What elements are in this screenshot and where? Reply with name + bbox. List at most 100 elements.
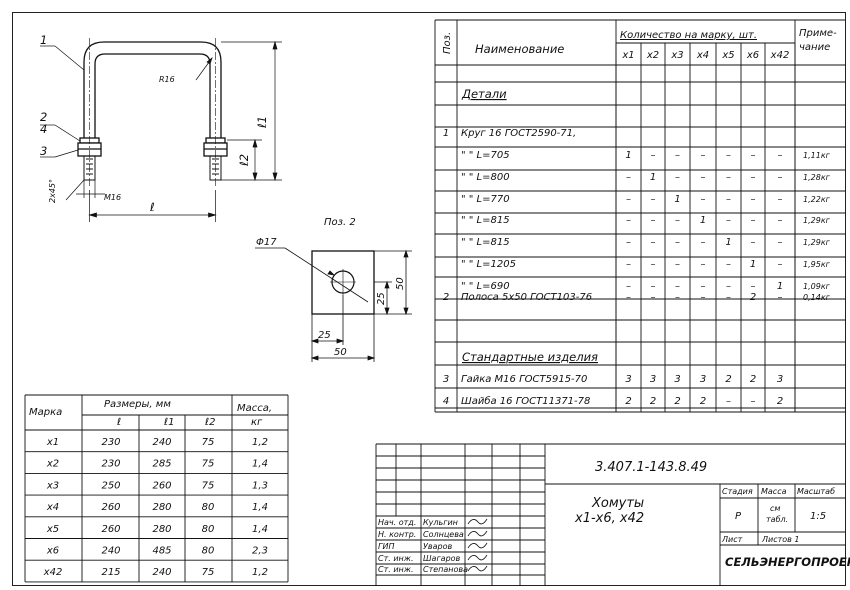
- spec-mark-header: x42: [770, 50, 790, 61]
- signature: [467, 518, 488, 525]
- pos2-dim-25-h: 25: [318, 330, 331, 341]
- u-bolt-labels: 1 2 4 3 R16 2x45° M16 ℓ ℓ1 ℓ2: [40, 33, 269, 214]
- organization-name: СЕЛЬЭНЕРГОПРОЕКТ: [725, 555, 850, 569]
- spec-cell-qty: –: [701, 172, 706, 183]
- signature: [467, 565, 488, 572]
- spec-cell-pos: 4: [443, 396, 449, 407]
- spec-cell-qty: –: [726, 281, 731, 292]
- spec-cell-qty: 1: [725, 237, 731, 248]
- spec-cell-name: " " L=705: [461, 150, 510, 161]
- spec-cell-qty: –: [626, 237, 631, 248]
- title-block: 3.407.1-143.8.49 Хомуты x1-x6, x42 Стади…: [378, 460, 850, 574]
- spec-cell-qty: –: [726, 150, 731, 161]
- stage-value: Р: [735, 511, 742, 522]
- dim-l1-label: ℓ1: [255, 116, 269, 129]
- spec-cell-name: " " L=690: [461, 281, 510, 292]
- signature: [467, 542, 488, 549]
- spec-cell-qty: 1: [777, 281, 783, 292]
- dims-header-mass: Масса,: [237, 403, 272, 414]
- spec-cell-qty: –: [778, 292, 783, 303]
- callout-2: 2: [40, 110, 47, 124]
- spec-table: Поз. Наименование Количество на марку, ш…: [442, 28, 837, 407]
- spec-cell-qty: –: [778, 172, 783, 183]
- pos2-title: Поз. 2: [324, 217, 356, 228]
- pos2-view: [255, 247, 412, 362]
- dims-cell-l: 260: [101, 502, 120, 513]
- spec-cell-qty: 2: [777, 396, 783, 407]
- dims-cell-l2: 80: [202, 502, 215, 513]
- pos2-dim-50-h: 50: [334, 347, 347, 358]
- dims-header-sizes: Размеры, мм: [104, 399, 171, 410]
- spec-cell-qty: –: [751, 237, 756, 248]
- spec-cell-qty: –: [701, 237, 706, 248]
- dims-cell-mark: x4: [46, 502, 59, 513]
- signer-role: Ст. инж.: [378, 554, 414, 563]
- spec-cell-qty: 3: [625, 374, 631, 385]
- spec-cell-qty: –: [726, 292, 731, 303]
- spec-cell-note: 1,29кг: [803, 216, 831, 225]
- spec-cell-qty: –: [751, 215, 756, 226]
- dims-cell-mass: 1,4: [252, 524, 268, 535]
- spec-header-note-1: Приме-: [799, 28, 837, 39]
- dims-cell-l: 250: [101, 480, 120, 491]
- spec-cell-qty: 3: [650, 374, 656, 385]
- spec-header-pos: Поз.: [442, 32, 453, 54]
- spec-cell-qty: –: [675, 259, 680, 270]
- dims-cell-l1: 485: [152, 546, 171, 557]
- spec-cell-qty: –: [651, 292, 656, 303]
- dims-cell-l1: 240: [152, 567, 171, 578]
- spec-cell-qty: –: [726, 396, 731, 407]
- pos2-hole-label: Φ17: [256, 237, 277, 248]
- spec-cell-name: " " L=815: [461, 237, 510, 248]
- signer-name: Солнцева: [423, 530, 464, 539]
- callout-4: 4: [40, 122, 47, 136]
- spec-cell-qty: 2: [750, 292, 756, 303]
- spec-cell-qty: –: [675, 150, 680, 161]
- pos2-dim-50-v: 50: [395, 277, 406, 290]
- spec-cell-name: Шайба 16 ГОСТ11371-78: [461, 395, 590, 407]
- dims-cell-mark: x6: [46, 546, 59, 557]
- spec-cell-qty: –: [726, 215, 731, 226]
- spec-header-qty: Количество на марку, шт.: [620, 30, 757, 41]
- spec-cell-note: 0,14кг: [803, 293, 831, 302]
- spec-cell-name: Круг 16 ГОСТ2590-71,: [461, 128, 576, 139]
- spec-cell-name: " " L=770: [461, 194, 510, 205]
- spec-mark-header: x2: [646, 50, 659, 61]
- spec-cell-note: 1,29кг: [803, 238, 831, 247]
- spec-table-grid: [434, 19, 846, 413]
- dims-cell-l2: 75: [202, 437, 215, 448]
- mass-header: Масса: [761, 487, 787, 496]
- dims-cell-l: 230: [101, 437, 120, 448]
- spec-cell-qty: –: [651, 194, 656, 205]
- signer-name: Шагаров: [423, 554, 461, 563]
- title-block-grid: [375, 443, 846, 586]
- spec-cell-qty: –: [701, 194, 706, 205]
- scale-value: 1:5: [810, 511, 826, 522]
- mass-value-1: см: [770, 504, 780, 513]
- chamfer-label: 2x45°: [48, 179, 57, 203]
- spec-cell-name: " " L=800: [461, 172, 510, 183]
- callout-1: 1: [40, 33, 47, 47]
- dims-cell-l2: 75: [202, 459, 215, 470]
- dims-header-l1: ℓ1: [164, 417, 175, 428]
- dims-cell-mark: x42: [43, 567, 63, 578]
- dims-cell-l2: 80: [202, 546, 215, 557]
- pos2-labels: Поз. 2 Φ17 25 50 25 50: [256, 217, 406, 358]
- spec-mark-header: x4: [696, 50, 709, 61]
- spec-cell-qty: –: [701, 281, 706, 292]
- spec-cell-qty: –: [626, 172, 631, 183]
- spec-section-standard: Стандартные изделия: [462, 350, 598, 364]
- spec-cell-qty: 2: [625, 396, 631, 407]
- thread-label: M16: [104, 193, 121, 202]
- spec-cell-qty: 1: [650, 172, 656, 183]
- spec-cell-qty: –: [778, 215, 783, 226]
- spec-cell-qty: 2: [650, 396, 656, 407]
- spec-cell-note: 1,28кг: [803, 173, 831, 182]
- spec-header-name: Наименование: [475, 42, 564, 56]
- spec-cell-qty: –: [675, 237, 680, 248]
- spec-cell-qty: –: [778, 259, 783, 270]
- spec-cell-qty: –: [626, 292, 631, 303]
- scale-header: Масштаб: [797, 487, 835, 496]
- spec-cell-qty: –: [626, 281, 631, 292]
